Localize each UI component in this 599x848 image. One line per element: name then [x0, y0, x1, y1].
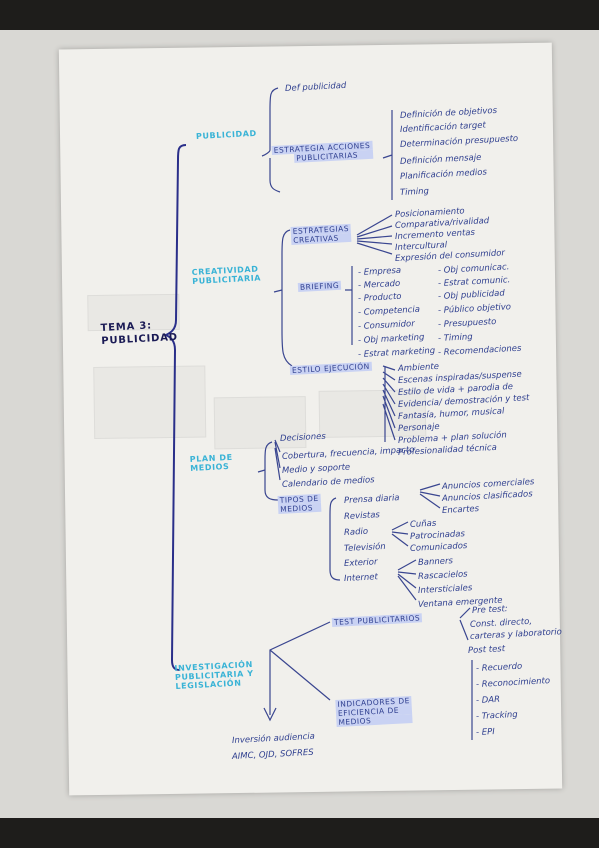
branch-investigacion-label: INVESTIGACIÓN PUBLICITARIA Y LEGISLACIÓN [174, 660, 254, 691]
test-item: - DAR [475, 694, 501, 706]
test-item: Pre test: [471, 604, 508, 616]
test-item: Post test [467, 644, 506, 656]
briefing-right-item: - Timing [437, 332, 473, 344]
radio-sub: Cuñas [409, 518, 437, 530]
test-item: - EPI [475, 727, 496, 738]
tipo-medio: Internet [343, 572, 379, 584]
branch-creatividad-label: CREATIVIDAD PUBLICITARIA [192, 264, 262, 286]
tipo-medio: Exterior [343, 557, 378, 569]
tipo-medio: Radio [343, 526, 369, 538]
estilo-item: Ambiente [397, 361, 440, 374]
photo-background-top [0, 0, 599, 30]
indicadores-box: INDICADORES DE EFICIENCIA DE MEDIOS [335, 696, 414, 727]
tipo-medio: Revistas [343, 510, 381, 522]
internet-sub: Banners [417, 556, 454, 568]
estrategias-creativas-box: ESTRATEGIAS CREATIVAS [290, 223, 352, 245]
estrategia-item: Timing [399, 186, 430, 198]
main-title: TEMA 3: PUBLICIDAD [100, 318, 178, 348]
tipos-medios-box: TIPOS DE MEDIOS [277, 493, 322, 514]
ghost-box [93, 365, 207, 440]
photo-background-bottom [0, 818, 599, 848]
branch-medios-label: PLAN DE MEDIOS [190, 453, 234, 473]
prensa-sub: Encartes [441, 504, 480, 516]
